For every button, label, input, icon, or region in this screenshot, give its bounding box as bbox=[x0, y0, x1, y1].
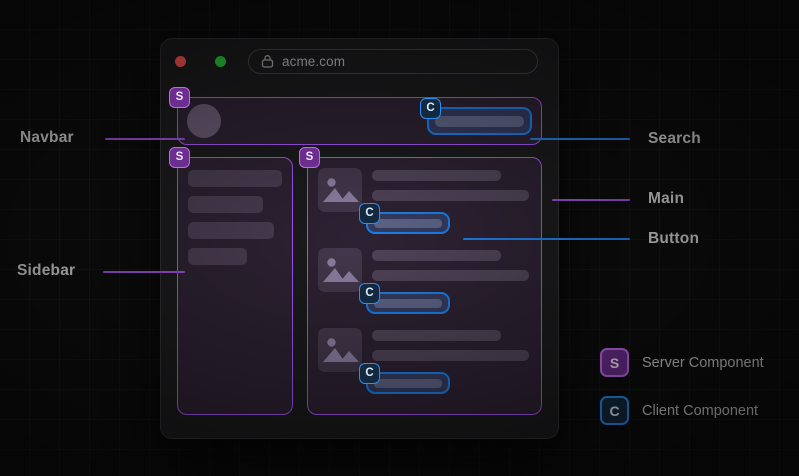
close-icon[interactable] bbox=[175, 55, 186, 67]
image-placeholder-icon bbox=[318, 168, 362, 212]
minimize-icon[interactable] bbox=[195, 56, 206, 67]
server-badge-navbar: S bbox=[169, 87, 190, 108]
button-label-placeholder bbox=[374, 378, 442, 388]
legend-row-client: C Client Component bbox=[600, 396, 764, 425]
text-placeholder-title bbox=[372, 250, 501, 261]
list-item: C bbox=[318, 248, 529, 320]
leader-line-button bbox=[463, 238, 630, 240]
button-component-2[interactable]: C bbox=[359, 283, 450, 314]
list-item: C bbox=[318, 168, 529, 240]
button-label-placeholder bbox=[374, 298, 442, 308]
text-placeholder-title bbox=[372, 330, 501, 341]
button-component-1[interactable]: C bbox=[359, 203, 450, 234]
browser-titlebar: acme.com bbox=[161, 39, 558, 83]
address-bar[interactable]: acme.com bbox=[248, 48, 538, 74]
image-placeholder-icon bbox=[318, 328, 362, 372]
button-label-placeholder bbox=[374, 218, 442, 228]
annotation-navbar: Navbar bbox=[20, 129, 74, 146]
lock-icon bbox=[261, 55, 274, 68]
client-badge-button-2: C bbox=[359, 283, 380, 304]
annotation-main: Main bbox=[648, 190, 685, 207]
leader-line-sidebar bbox=[103, 271, 185, 273]
list-item-body: C bbox=[359, 168, 529, 234]
app-viewport: S C S S bbox=[161, 83, 558, 438]
client-badge-button-3: C bbox=[359, 363, 380, 384]
annotation-button: Button bbox=[648, 230, 700, 247]
server-badge-legend: S bbox=[600, 348, 629, 377]
navbar-region: S C bbox=[169, 87, 542, 145]
text-placeholder-body bbox=[372, 270, 529, 281]
sidebar-item-1[interactable] bbox=[188, 170, 282, 187]
list-item-body: C bbox=[359, 248, 529, 314]
legend-label-client: Client Component bbox=[642, 402, 759, 419]
main-region: S bbox=[299, 147, 542, 415]
image-placeholder-icon bbox=[318, 248, 362, 292]
window-controls bbox=[175, 55, 226, 67]
search-input[interactable] bbox=[435, 115, 524, 127]
button-component-3[interactable]: C bbox=[359, 363, 450, 394]
list-item: C bbox=[318, 328, 529, 400]
url-text: acme.com bbox=[282, 53, 346, 69]
sidebar-item-2[interactable] bbox=[188, 196, 264, 213]
legend-row-server: S Server Component bbox=[600, 348, 764, 377]
list-item-body: C bbox=[359, 328, 529, 394]
client-badge-legend: C bbox=[600, 396, 629, 425]
server-badge-main: S bbox=[299, 147, 320, 168]
text-placeholder-title bbox=[372, 170, 501, 181]
sidebar-region: S bbox=[169, 147, 293, 415]
avatar bbox=[187, 104, 221, 138]
annotation-sidebar: Sidebar bbox=[17, 262, 76, 279]
text-placeholder-body bbox=[372, 350, 529, 361]
content-row: S S bbox=[169, 147, 542, 415]
sidebar-item-3[interactable] bbox=[188, 222, 275, 239]
annotation-search: Search bbox=[648, 130, 701, 147]
legend: S Server Component C Client Component bbox=[600, 348, 764, 444]
text-placeholder-body bbox=[372, 190, 529, 201]
client-badge-search: C bbox=[420, 98, 441, 119]
sidebar-item-4[interactable] bbox=[188, 248, 248, 265]
client-badge-button-1: C bbox=[359, 203, 380, 224]
leader-line-search bbox=[530, 138, 630, 140]
leader-line-main bbox=[552, 199, 630, 201]
search-component[interactable]: C bbox=[420, 98, 532, 135]
server-badge-sidebar: S bbox=[169, 147, 190, 168]
legend-label-server: Server Component bbox=[642, 354, 764, 371]
maximize-icon[interactable] bbox=[215, 55, 226, 67]
leader-line-navbar bbox=[105, 138, 185, 140]
